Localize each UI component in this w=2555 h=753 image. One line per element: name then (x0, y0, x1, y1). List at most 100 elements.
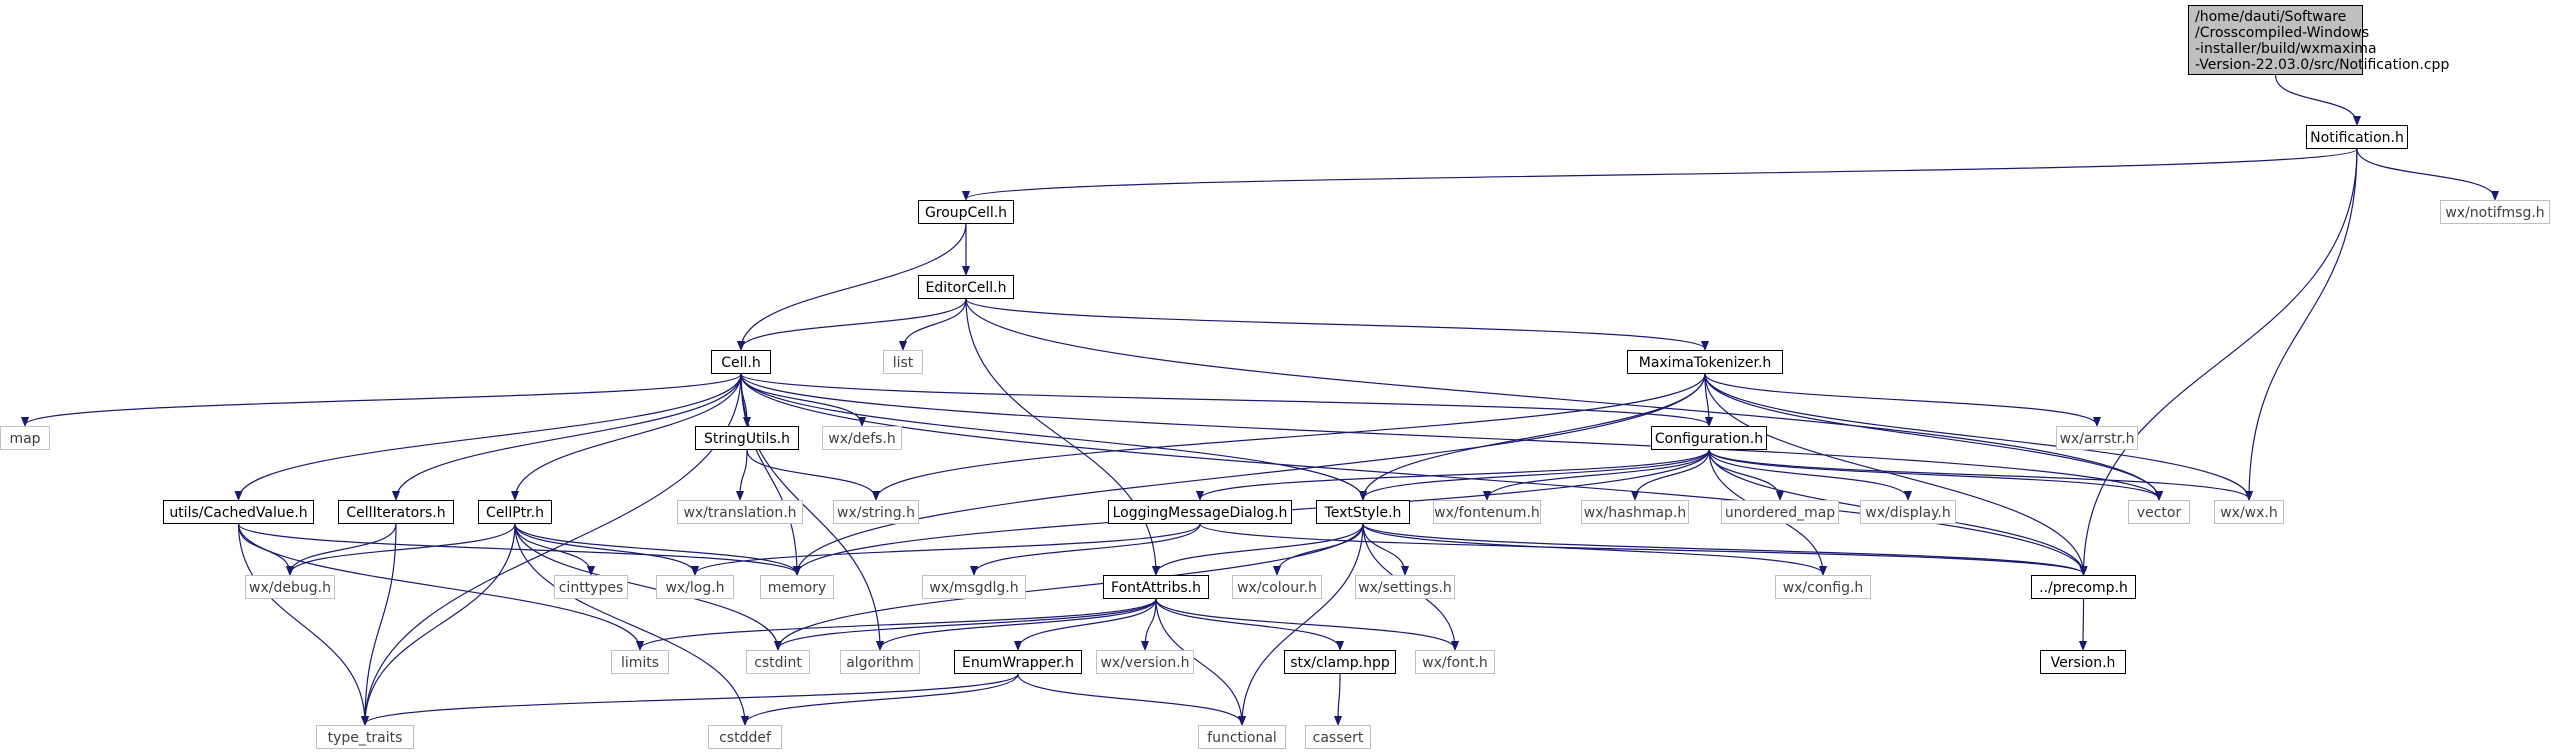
node-label-notification_h: Notification.h (2310, 130, 2404, 146)
node-fontattribs_h[interactable]: FontAttribs.h (1103, 575, 1209, 599)
node-label-limits: limits (621, 655, 659, 671)
edge-notification_h-to-wxwx_h (2249, 148, 2358, 499)
node-label-cassert: cassert (1313, 730, 1364, 746)
node-box-functional (1198, 725, 1286, 749)
edge-enumwrapper_h-to-functional (1017, 673, 1242, 724)
node-label-precomp_h: ../precomp.h (2039, 580, 2128, 596)
edge-textstyle_h-to-fontattribs_h (1156, 523, 1364, 574)
node-box-wxversion_h (1096, 650, 1194, 674)
node-box-memory (760, 575, 834, 599)
node-label-version_h: Version.h (2051, 655, 2116, 671)
node-box-wxdefs_h (822, 426, 902, 450)
node-label-stxclamp_hpp: stx/clamp.hpp (1290, 655, 1390, 671)
edge-loggingmessagedialog_h-to-precomp_h (1199, 523, 2084, 574)
edge-enumwrapper_h-to-type_traits (365, 673, 1019, 724)
node-box-vector (2128, 500, 2190, 524)
node-label-wxdisplay_h: wx/display.h (1865, 505, 1951, 521)
node-label-wxversion_h: wx/version.h (1100, 655, 1189, 671)
edge-configuration_h-to-wxfontenum_h (1487, 449, 1710, 499)
edge-textstyle_h-to-precomp_h (1362, 523, 2084, 574)
node-label-celliterators_h: CellIterators.h (346, 505, 445, 521)
edge-cellptr_h-to-wxlog_h (514, 523, 695, 574)
node-algorithm: algorithm (840, 650, 920, 674)
node-box-wxarrstr_h (2056, 426, 2138, 450)
node-wxconfig_h: wx/config.h (1775, 575, 1871, 599)
node-label-type_traits: type_traits (328, 730, 403, 746)
node-cachedvalue_h[interactable]: utils/CachedValue.h (163, 500, 314, 524)
node-box-limits (611, 650, 669, 674)
node-box-type_traits (316, 725, 414, 749)
node-label-wxdefs_h: wx/defs.h (828, 431, 896, 447)
node-cellptr_h[interactable]: CellPtr.h (478, 500, 552, 524)
edge-maximatokenizer_h-to-wxstring_h (876, 373, 1706, 499)
edge-notification_h-to-groupcell_h (966, 148, 2358, 199)
node-label-wxcolour_h: wx/colour.h (1237, 580, 1317, 596)
node-box-map (0, 426, 50, 450)
node-precomp_h[interactable]: ../precomp.h (2031, 575, 2136, 599)
node-enumwrapper_h[interactable]: EnumWrapper.h (954, 650, 1082, 674)
edge-cell_h-to-map (25, 373, 742, 425)
node-label-wxlog_h: wx/log.h (665, 580, 724, 596)
node-box-cell_h (711, 350, 771, 374)
node-cstddef: cstddef (708, 725, 782, 749)
node-box-cassert (1305, 725, 1371, 749)
node-label-fontattribs_h: FontAttribs.h (1111, 580, 1201, 596)
node-stringutils_h[interactable]: StringUtils.h (695, 426, 799, 450)
node-maximatokenizer_h[interactable]: MaximaTokenizer.h (1627, 350, 1783, 374)
node-editorcell_h[interactable]: EditorCell.h (918, 275, 1014, 299)
node-root[interactable]: /home/dauti/Software/Crosscompiled-Windo… (2188, 5, 2450, 75)
edge-fontattribs_h-to-wxfont_h (1155, 598, 1455, 649)
node-cinttypes: cinttypes (554, 575, 628, 599)
edge-fontattribs_h-to-functional (1155, 598, 1242, 724)
node-label-textstyle_h: TextStyle.h (1324, 505, 1402, 521)
node-box-editorcell_h (918, 275, 1014, 299)
edge-editorcell_h-to-maximatokenizer_h (965, 298, 1705, 349)
node-map: map (0, 426, 50, 450)
node-cstdint: cstdint (746, 650, 810, 674)
node-version_h[interactable]: Version.h (2040, 650, 2126, 674)
node-box-celliterators_h (338, 500, 454, 524)
node-box-wxlog_h (656, 575, 734, 599)
edge-cell_h-to-cachedvalue_h (239, 373, 742, 499)
node-box-version_h (2040, 650, 2126, 674)
node-wxdefs_h: wx/defs.h (822, 426, 902, 450)
node-wxlog_h: wx/log.h (656, 575, 734, 599)
edge-maximatokenizer_h-to-wxwx_h (1704, 373, 2249, 499)
node-cassert: cassert (1305, 725, 1371, 749)
node-label-wxmsgdlg_h: wx/msgdlg.h (929, 580, 1018, 596)
node-label-wxdebug_h: wx/debug.h (249, 580, 331, 596)
node-wxmsgdlg_h: wx/msgdlg.h (922, 575, 1026, 599)
node-label-wxsettings_h: wx/settings.h (1358, 580, 1452, 596)
node-wxwx_h: wx/wx.h (2214, 500, 2284, 524)
edge-cell_h-to-memory (740, 373, 797, 574)
edge-textstyle_h-to-wxsettings_h (1362, 523, 1405, 574)
node-wxfont_h: wx/font.h (1415, 650, 1495, 674)
node-loggingmessagedialog_h[interactable]: LoggingMessageDialog.h (1108, 500, 1292, 524)
edge-cell_h-to-textstyle_h (740, 373, 1363, 499)
node-label-stringutils_h: StringUtils.h (704, 431, 790, 447)
edge-cachedvalue_h-to-limits (237, 523, 641, 649)
node-celliterators_h[interactable]: CellIterators.h (338, 500, 454, 524)
node-box-wxtranslation_h (677, 500, 803, 524)
node-configuration_h[interactable]: Configuration.h (1651, 426, 1767, 450)
node-box-wxfont_h (1415, 650, 1495, 674)
node-textstyle_h[interactable]: TextStyle.h (1316, 500, 1410, 524)
node-box-wxdebug_h (245, 575, 335, 599)
node-cell_h[interactable]: Cell.h (711, 350, 771, 374)
node-label-cellptr_h: CellPtr.h (486, 505, 544, 521)
node-box-loggingmessagedialog_h (1108, 500, 1292, 524)
node-list: list (883, 350, 923, 374)
node-label-wxarrstr_h: wx/arrstr.h (2060, 431, 2135, 447)
edge-stringutils_h-to-wxstring_h (746, 449, 876, 499)
node-box-cellptr_h (478, 500, 552, 524)
edge-fontattribs_h-to-algorithm (880, 598, 1157, 649)
edge-notification_h-to-precomp_h (2084, 148, 2358, 574)
node-groupcell_h[interactable]: GroupCell.h (918, 200, 1014, 224)
node-notification_h[interactable]: Notification.h (2306, 125, 2408, 149)
node-box-wxhashmap_h (1581, 500, 1689, 524)
node-stxclamp_hpp[interactable]: stx/clamp.hpp (1284, 650, 1396, 674)
edge-editorcell_h-to-list (903, 298, 967, 349)
edge-textstyle_h-to-cstdint (778, 523, 1364, 649)
edge-stxclamp_hpp-to-cassert (1338, 673, 1340, 724)
